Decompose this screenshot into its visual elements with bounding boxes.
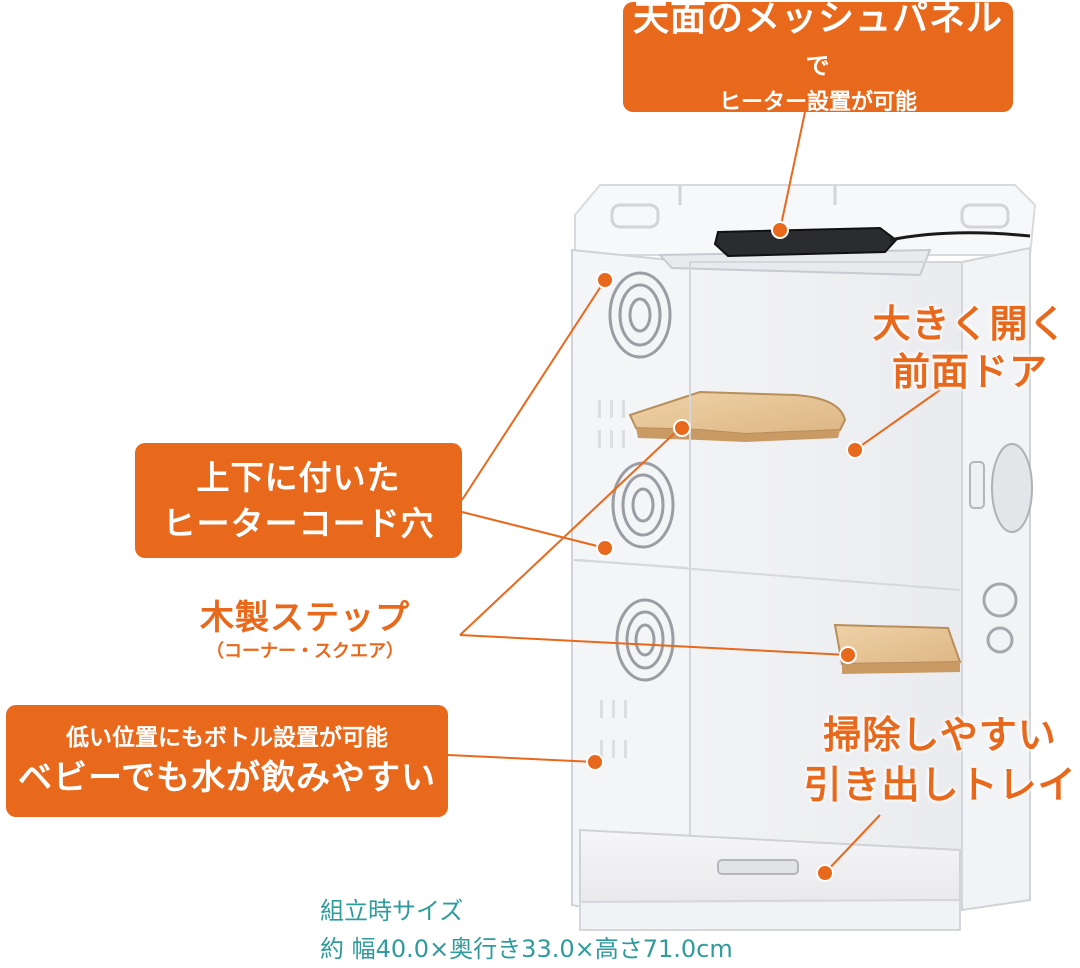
drawer-tray-label: 掃除しやすい 引き出しトレイ <box>800 710 1080 810</box>
drawer-tray <box>579 828 961 931</box>
vent-fan-icon <box>608 271 675 682</box>
bottle-callout: 低い位置にもボトル設置が可能 ベビーでも水が飲みやすい <box>6 705 448 817</box>
wood-step-label: 木製ステップ （コーナー・スクエア） <box>180 596 430 664</box>
cord-holes-callout: 上下に付いた ヒーターコード穴 <box>135 443 462 558</box>
heater <box>713 226 1031 258</box>
pointer-dots <box>586 221 864 882</box>
side-slots <box>598 400 627 758</box>
left-side-panel <box>571 248 691 932</box>
callout-line2: ヒーターコード穴 <box>162 503 435 543</box>
callout-line1: 上下に付いた <box>196 457 401 497</box>
size-note-title: 組立時サイズ <box>320 897 464 925</box>
back-panel <box>579 262 965 902</box>
assembled-size-note: 組立時サイズ 約 幅40.0×奥行き33.0×高さ71.0cm <box>320 892 880 968</box>
callout-title: 天面のメッシュパネルで <box>623 0 1013 88</box>
label-line2: 引き出しトレイ <box>803 763 1077 807</box>
label-line1: 掃除しやすい <box>823 713 1057 757</box>
callout-title-suffix: で <box>805 51 831 80</box>
label-line2: （コーナー・スクエア） <box>206 641 404 662</box>
callout-title-main: 天面のメッシュパネル <box>632 0 1003 39</box>
size-note-dimensions: 約 幅40.0×奥行き33.0×高さ71.0cm <box>320 935 733 963</box>
callout-line1: 低い位置にもボトル設置が可能 <box>66 725 388 751</box>
callout-subtitle: ヒーター設置が可能 <box>718 89 917 115</box>
callout-line2: ベビーでも水が飲みやすい <box>18 758 436 798</box>
label-line1: 木製ステップ <box>200 598 410 638</box>
square-wood-step <box>833 623 962 674</box>
label-line2: 前面ドア <box>891 350 1048 394</box>
label-line1: 大きく開く <box>872 302 1068 346</box>
front-door-label: 大きく開く 前面ドア <box>860 300 1080 396</box>
pointer-lines <box>447 111 941 874</box>
top-mesh-panel-callout: 天面のメッシュパネルで ヒーター設置が可能 <box>623 0 1013 115</box>
